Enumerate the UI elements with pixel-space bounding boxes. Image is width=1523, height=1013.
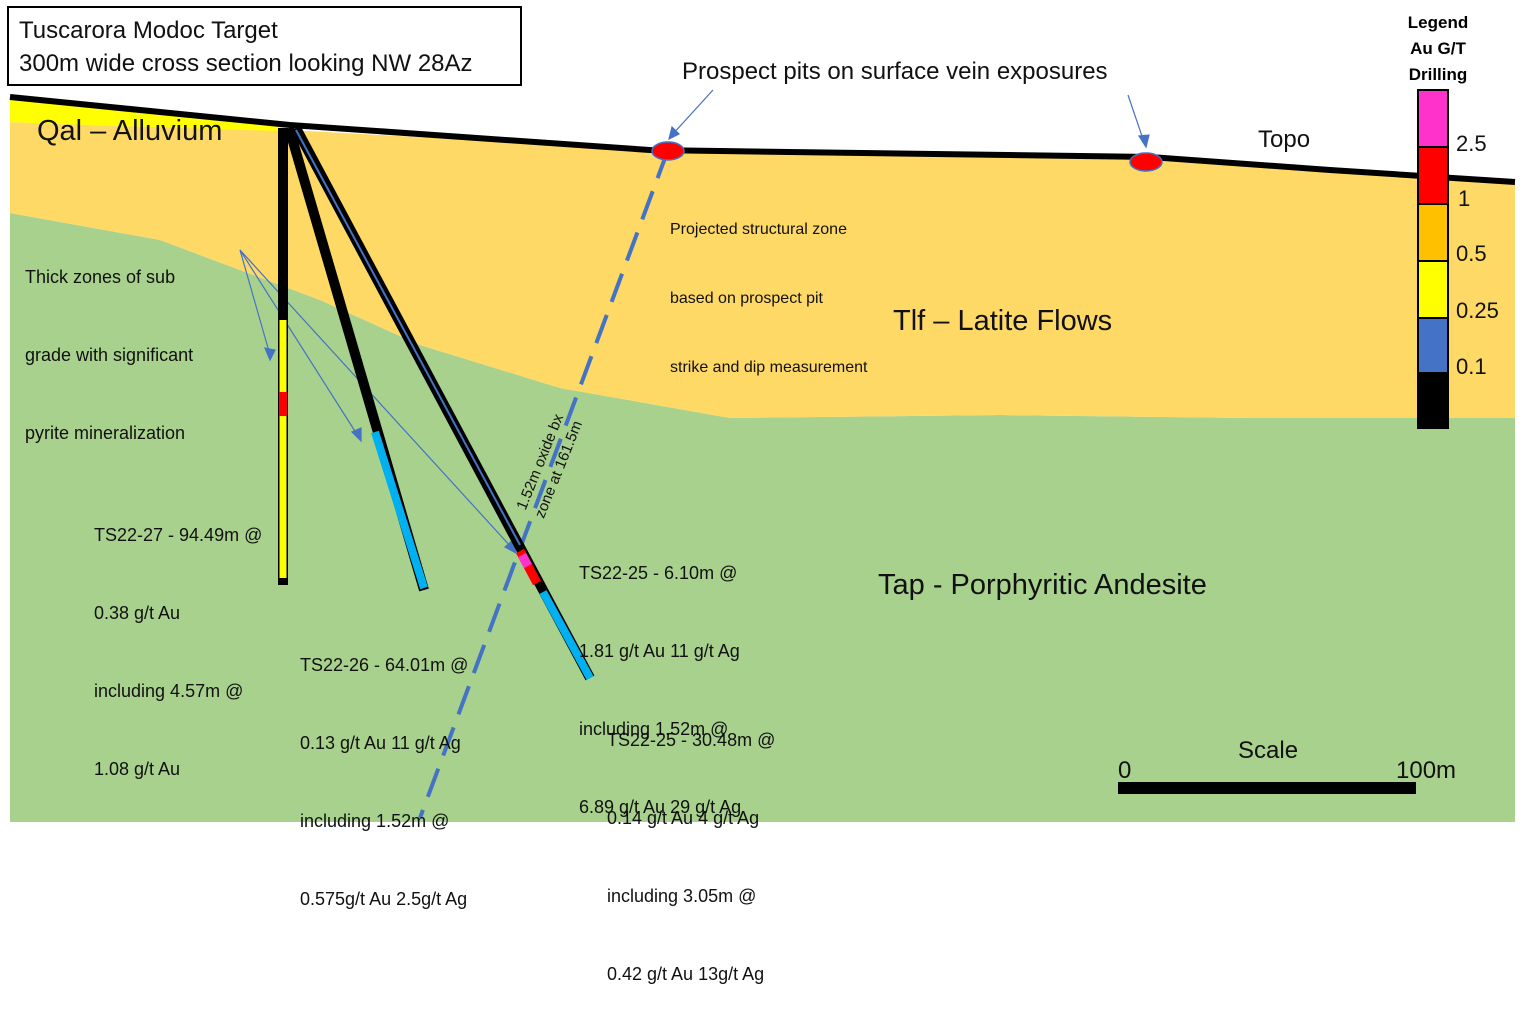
cross-section-diagram: 1.52m oxide bx zone at 161.5m [9,89,1516,822]
drill-hole-ts22-26 [284,126,429,592]
intercept-ts22-25-upper: TS22-25 - 6.10m @ 1.81 g/t Au 11 g/t Ag … [579,563,742,817]
thick-zones-note: Thick zones of sub grade with significan… [25,267,194,443]
scale-max-label: 100m [1396,757,1457,784]
prospect-pits-label: Prospect pits on surface vein exposures [682,58,1108,85]
legend-swatch-1 [1417,146,1449,205]
drill-hole-ts22-25 [291,125,595,681]
legend-swatch-3 [1417,260,1449,319]
title-line-2: 300m wide cross section looking NW 28Az [19,50,473,77]
legend-swatch-5 [1417,372,1449,429]
prospect-pit-1 [651,141,685,161]
legend-swatch-0 [1417,89,1449,148]
legend-swatch-4 [1417,317,1449,374]
legend-title: Legend Au G/T Drilling [1407,13,1469,84]
intercept-ts22-25-lower: TS22-25 - 30.48m @ 0.14 g/t Au 4 g/t Ag … [607,730,776,984]
unit-label-tlf: Tlf – Latite Flows [893,305,1113,337]
latite-flows-unit [10,122,1515,418]
legend-label-0-5: 0.5 [1456,241,1487,266]
unit-label-qal: Qal – Alluvium [37,115,223,147]
topo-line [9,94,1516,185]
legend-label-2-5: 2.5 [1456,131,1487,156]
structural-zone-note: Projected structural zone based on prosp… [670,221,868,376]
andesite-unit [10,213,1515,822]
prospect-pit-2 [1129,152,1163,172]
unit-label-tap: Tap - Porphyritic Andesite [878,569,1207,601]
topo-label: Topo [1258,126,1311,153]
legend-label-0-1: 0.1 [1456,354,1487,379]
legend-color-bar [1417,89,1449,429]
title-line-1: Tuscarora Modoc Target [19,17,278,44]
scale-bar [1118,782,1416,794]
legend-label-0-25: 0.25 [1456,298,1499,323]
intercept-ts22-26: TS22-26 - 64.01m @ 0.13 g/t Au 11 g/t Ag… [300,655,469,909]
scale-min-label: 0 [1118,757,1132,784]
legend-swatch-2 [1417,203,1449,262]
title-box: Tuscarora Modoc Target 300m wide cross s… [7,6,522,86]
intercept-ts22-27: TS22-27 - 94.49m @ 0.38 g/t Au including… [94,525,263,779]
legend-label-1: 1 [1458,186,1471,211]
scale-title: Scale [1238,737,1299,764]
projected-structural-zone [418,149,670,819]
